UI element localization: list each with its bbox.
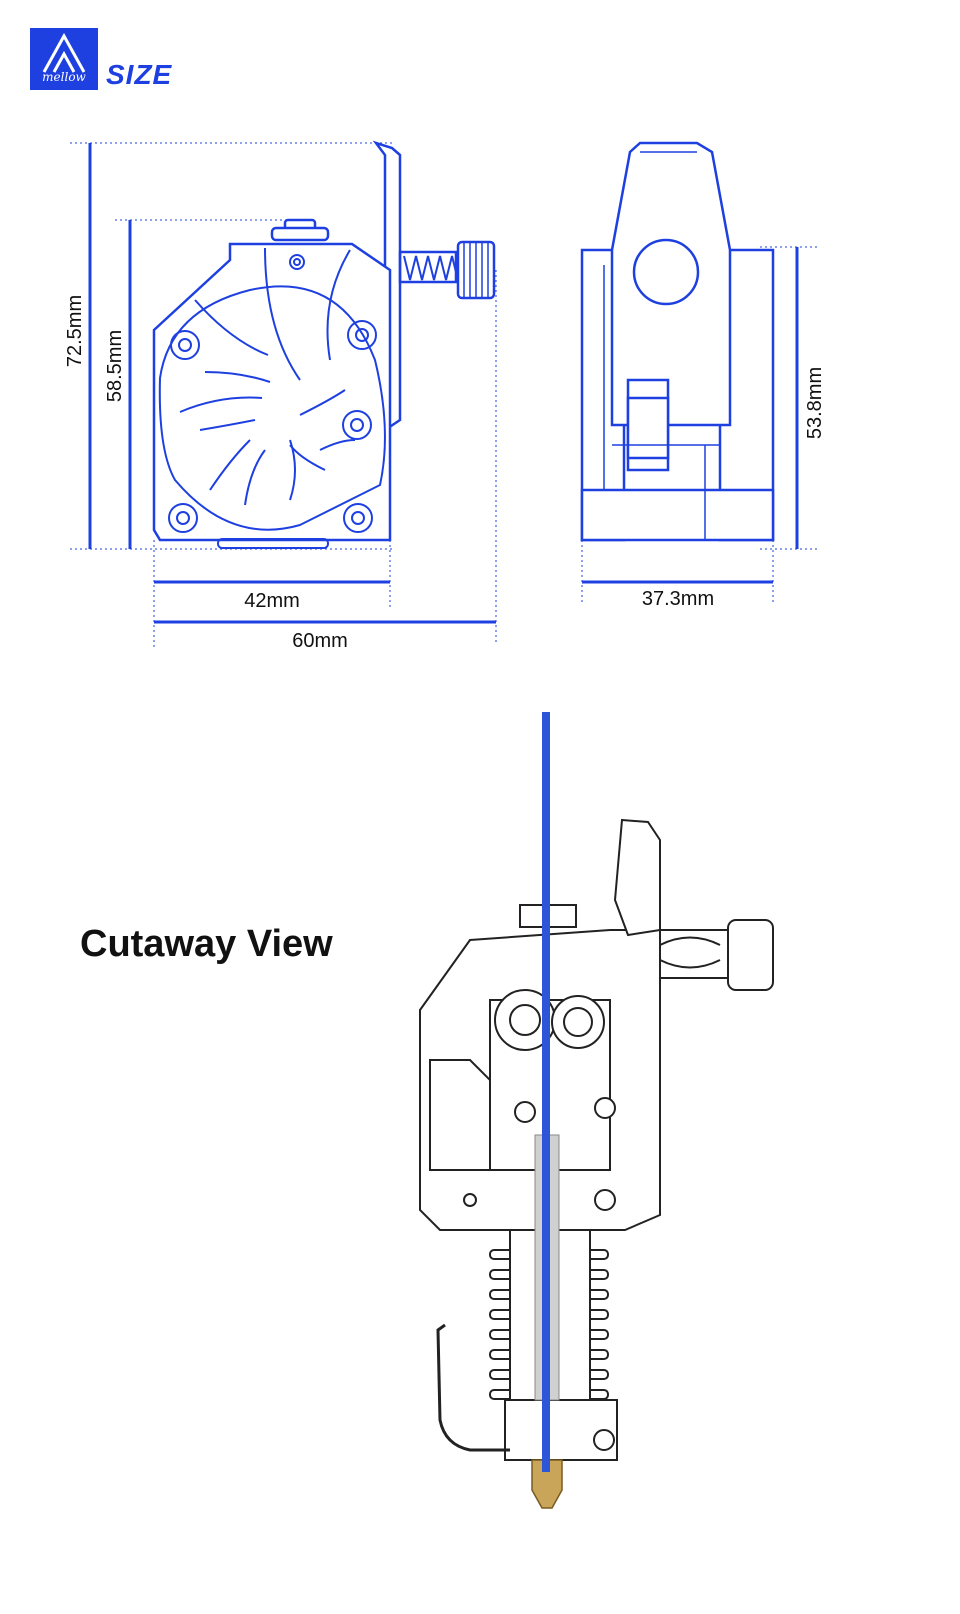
dim-height-side: 53.8mm (804, 366, 826, 440)
extruder-side-view (580, 141, 775, 542)
cutaway-view-title: Cutaway View (80, 923, 333, 965)
side-dimension-lines (581, 246, 820, 603)
cutaway-drawing (419, 712, 774, 1509)
logo-wordmark: mellow (42, 70, 86, 84)
size-section-title: SIZE (106, 59, 173, 90)
dim-width-body: 42mm (244, 590, 300, 612)
filament (542, 712, 550, 1472)
mountain-icon (42, 32, 86, 73)
dim-height-body: 58.5mm (104, 329, 126, 403)
side-view-details (603, 151, 720, 540)
dim-depth: 37.3mm (641, 588, 715, 610)
dim-width-total: 60mm (292, 630, 348, 652)
mellow-logo: mellow (30, 28, 98, 90)
front-dimension-lines (70, 142, 497, 648)
front-view-details (158, 247, 386, 549)
dim-height-total: 72.5mm (64, 294, 86, 368)
extruder-front-view (152, 140, 496, 542)
nozzle (531, 1459, 563, 1509)
